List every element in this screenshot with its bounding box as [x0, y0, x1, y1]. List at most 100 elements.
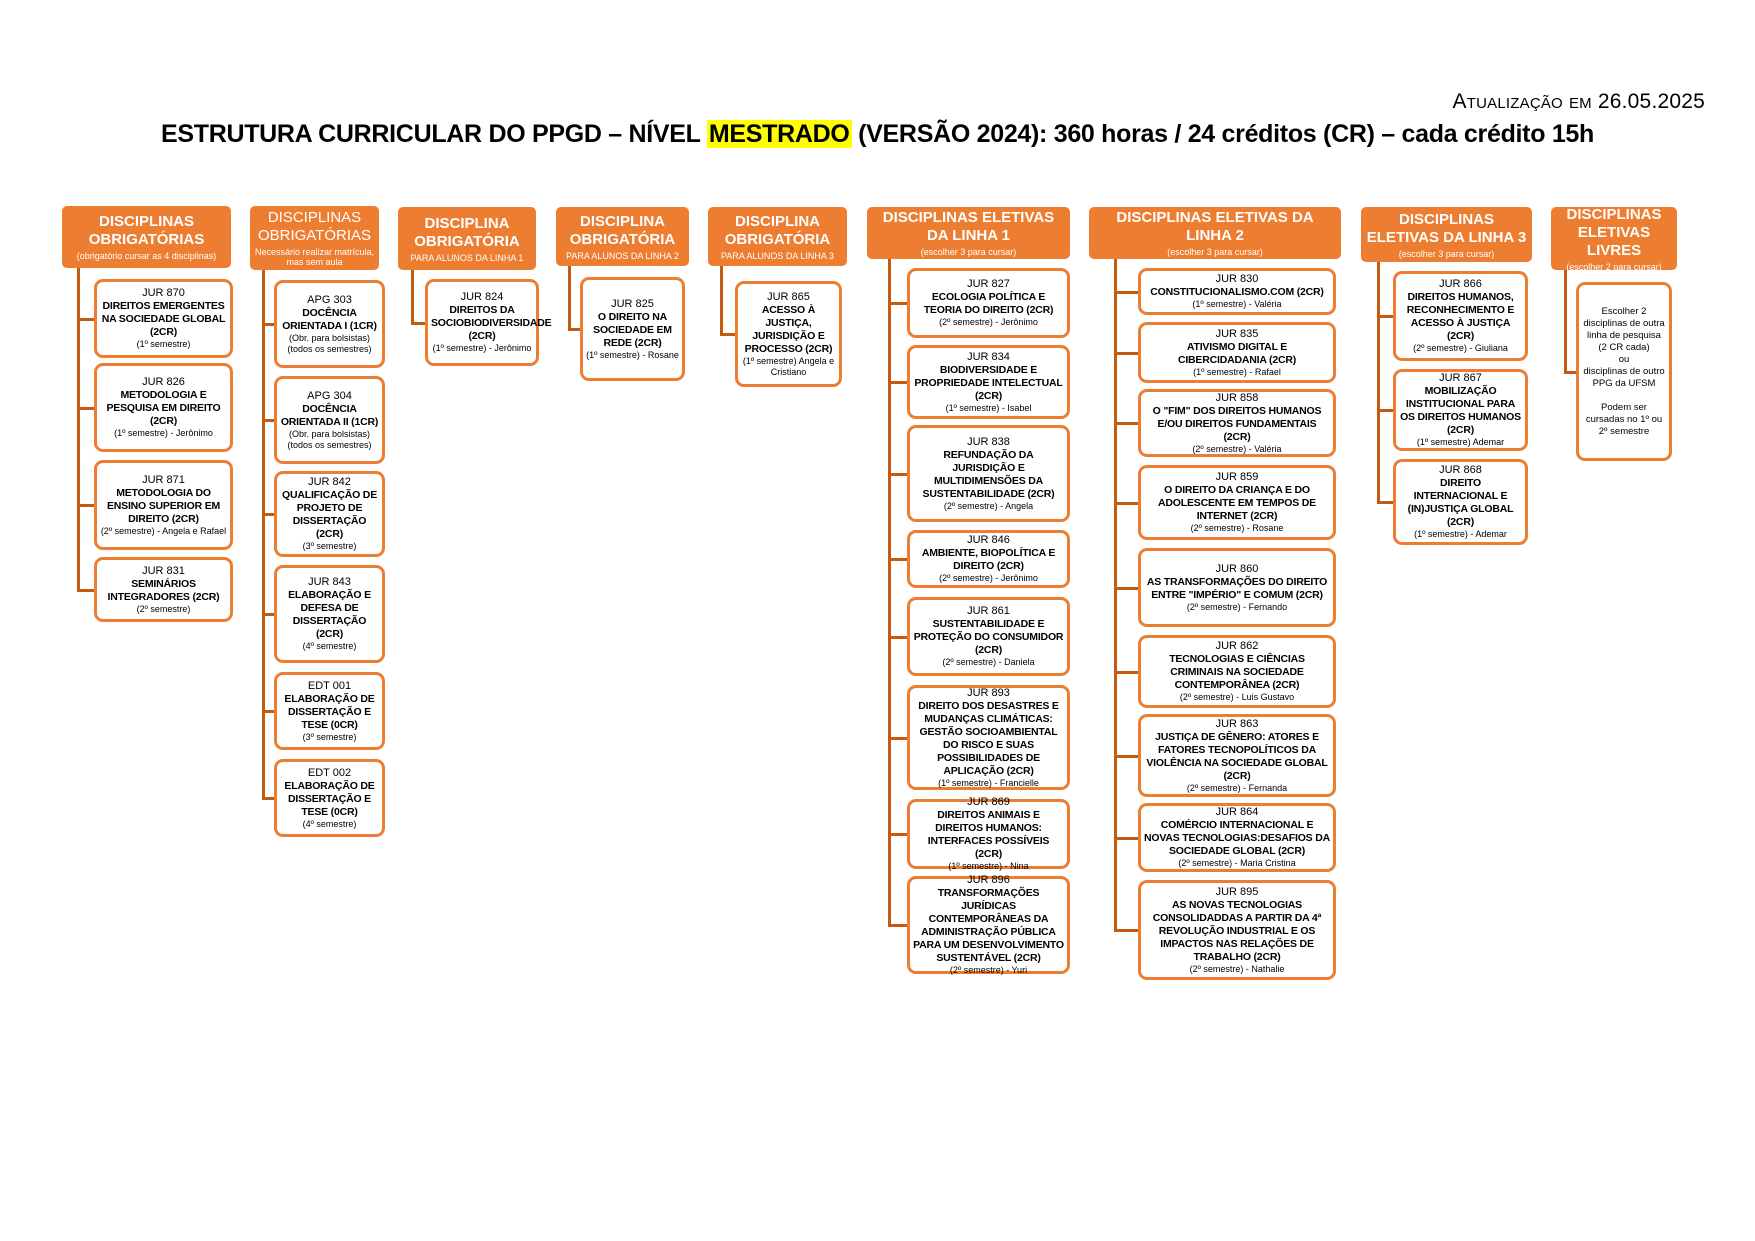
- connector-branch: [1114, 754, 1140, 758]
- column-header-title: DISCIPLINA OBRIGATÓRIA: [569, 212, 676, 248]
- connector-branch: [720, 333, 737, 336]
- column-header-subtitle: (obrigatório cursar as 4 disciplinas): [76, 251, 217, 261]
- column-header: DISCIPLINAS ELETIVAS DA LINHA 2 (escolher…: [1089, 207, 1341, 259]
- course-code: APG 304: [307, 389, 352, 402]
- connector-line: [1564, 270, 1567, 374]
- course-code: EDT 002: [307, 766, 352, 779]
- connector-branch: [1114, 670, 1140, 674]
- column-header-subtitle: Necessário realizar matrícula, mas sem a…: [254, 247, 375, 267]
- column-header: DISCIPLINAS OBRIGATÓRIAS Necessário reali…: [250, 206, 379, 270]
- column-header-title: DISCIPLINAS ELETIVAS DA LINHA 1: [882, 209, 1055, 244]
- course-title: AS TRANSFORMAÇÕES DO DIREITO ENTRE "IMPÉ…: [1146, 575, 1328, 601]
- course-note: (2º semestre) - Angela e Rafael: [100, 525, 227, 536]
- connector-line: [1114, 259, 1117, 932]
- course-note: (2º semestre) - Daniela: [942, 657, 1035, 667]
- course-title: AMBIENTE, BIOPOLÍTICA E DIREITO (2CR): [921, 547, 1056, 572]
- column-header: DISCIPLINAS ELETIVAS DA LINHA 3(escolher…: [1361, 207, 1532, 262]
- course-code: JUR 864: [1215, 806, 1259, 818]
- connector-branch: [262, 613, 276, 616]
- course-title: QUALIFICAÇÃO DE PROJETO DE DISSERTAÇÃO (…: [282, 489, 377, 540]
- column-header-subtitle: PARA ALUNOS DA LINHA 1: [410, 252, 524, 263]
- connector-branch: [1564, 370, 1578, 374]
- course-note: (2º semestre) - Yuri: [949, 965, 1028, 975]
- connector-branch: [77, 406, 96, 410]
- connector-branch: [888, 833, 909, 836]
- connector-branch: [77, 317, 96, 321]
- column-header-subtitle: PARA ALUNOS DA LINHA 2: [566, 250, 679, 261]
- course-note: (1º semestre) - Jerônimo: [432, 343, 532, 353]
- course-code: JUR 834: [967, 350, 1010, 363]
- connector-branch: [568, 328, 582, 331]
- connector-branch: [262, 513, 276, 516]
- connector-branch: [77, 504, 96, 507]
- course-note: (2º semestre) - Giuliana: [1413, 343, 1508, 353]
- course-code: JUR 826: [142, 376, 185, 388]
- connector-branch: [888, 381, 909, 384]
- course-note: (1º semestre) - Rafael: [1193, 366, 1281, 377]
- course-note: (2º semestre) - Valéria: [1192, 443, 1282, 454]
- column-header-title: DISCIPLINAS OBRIGATÓRIAS: [257, 209, 372, 244]
- course-title: DIREITO DOS DESASTRES E MUDANÇAS CLIMÁTI…: [918, 699, 1059, 777]
- course-note: (1º semestre) - Rosane: [586, 349, 679, 360]
- column-header-subtitle: (escolher 3 para cursar): [920, 247, 1017, 257]
- column-header-title: DISCIPLINAS OBRIGATÓRIAS: [88, 213, 205, 248]
- course-note: (3º semestre): [302, 541, 357, 551]
- connector-branch: [1114, 929, 1140, 932]
- course-note: (1º semestre) - Valéria: [1192, 299, 1282, 309]
- course-title: ATIVISMO DIGITAL E CIBERCIDADANIA (2CR): [1177, 340, 1297, 366]
- course-code: JUR 893: [967, 686, 1010, 699]
- connector-branch: [1114, 351, 1140, 355]
- course-title: DIREITOS DA SOCIOBIODIVERSIDADE (2CR): [431, 304, 552, 342]
- column-header: DISCIPLINA OBRIGATÓRIA PARA ALUNOS DA LIN…: [556, 207, 689, 266]
- column-header-subtitle: (escolher 3 para cursar): [1398, 248, 1495, 259]
- connector-branch: [888, 558, 909, 561]
- course-note: (1º semestre): [136, 339, 191, 349]
- course-note: (2º semestre) - Luis Gustavo: [1179, 692, 1295, 702]
- course-code: EDT 001: [307, 679, 352, 692]
- course-note: (2º semestre): [136, 603, 191, 614]
- connector-line: [77, 268, 80, 592]
- course-code: JUR 870: [142, 287, 185, 299]
- course-code: JUR 842: [308, 476, 351, 488]
- course-title: JUSTIÇA DE GÊNERO: ATORES E FATORES TECN…: [1146, 730, 1328, 782]
- column-header: DISCIPLINAS ELETIVAS DA LINHA 1 (escolher…: [867, 207, 1070, 259]
- course-code: JUR 835: [1215, 327, 1259, 340]
- course-note: (2º semestre) - Maria Cristina: [1178, 858, 1296, 868]
- course-title: DIREITOS EMERGENTES NA SOCIEDADE GLOBAL …: [101, 300, 226, 338]
- course-title: TRANSFORMAÇÕES JURÍDICAS CONTEMPORÂNEAS …: [913, 887, 1064, 964]
- course-note: (1º semestre) Ademar: [1416, 437, 1505, 447]
- connector-line: [411, 270, 414, 325]
- column-header-subtitle: (escolher 3 para cursar): [1167, 247, 1263, 257]
- connector-branch: [1377, 501, 1395, 504]
- course-title: SUSTENTABILIDADE E PROTEÇÃO DO CONSUMIDO…: [913, 618, 1064, 656]
- column-header-title: DISCIPLINAS ELETIVAS DA LINHA 2: [1116, 209, 1314, 244]
- title-highlight: MESTRADO: [706, 120, 852, 148]
- course-note: (1º semestre) - Jerônimo: [114, 428, 213, 438]
- course-code: JUR 868: [1439, 464, 1482, 476]
- connector-branch: [262, 797, 276, 800]
- connector-branch: [1114, 422, 1140, 425]
- course-code: JUR 831: [142, 564, 185, 577]
- course-note: (2º semestre) - Fernando: [1186, 601, 1288, 612]
- course-title: O DIREITO DA CRIANÇA E DO ADOLESCENTE EM…: [1158, 484, 1316, 522]
- connector-branch: [262, 323, 276, 326]
- course-box: Escolher 2 disciplinas de outra linha de…: [1576, 282, 1672, 461]
